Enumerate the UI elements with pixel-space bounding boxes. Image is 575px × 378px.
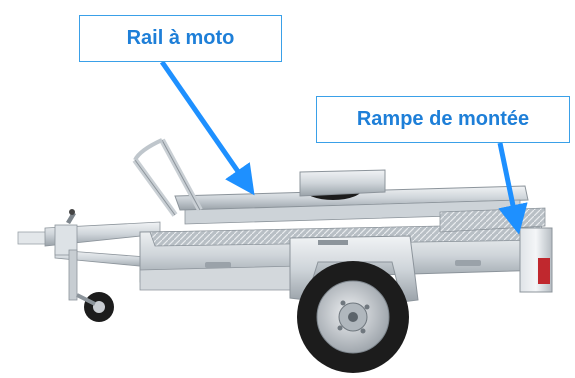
callout-rail-a-moto: Rail à moto (79, 15, 282, 62)
arrow-rail-icon (159, 60, 255, 196)
arrow-rampe-icon (497, 142, 528, 235)
main-wheel (297, 261, 409, 373)
drawbar (17, 209, 161, 269)
jockey-wheel (68, 249, 114, 322)
motorcycle-rail (132, 138, 529, 225)
spare-wheel (299, 169, 386, 200)
callout-rampe-de-montee: Rampe de montée (316, 96, 570, 143)
